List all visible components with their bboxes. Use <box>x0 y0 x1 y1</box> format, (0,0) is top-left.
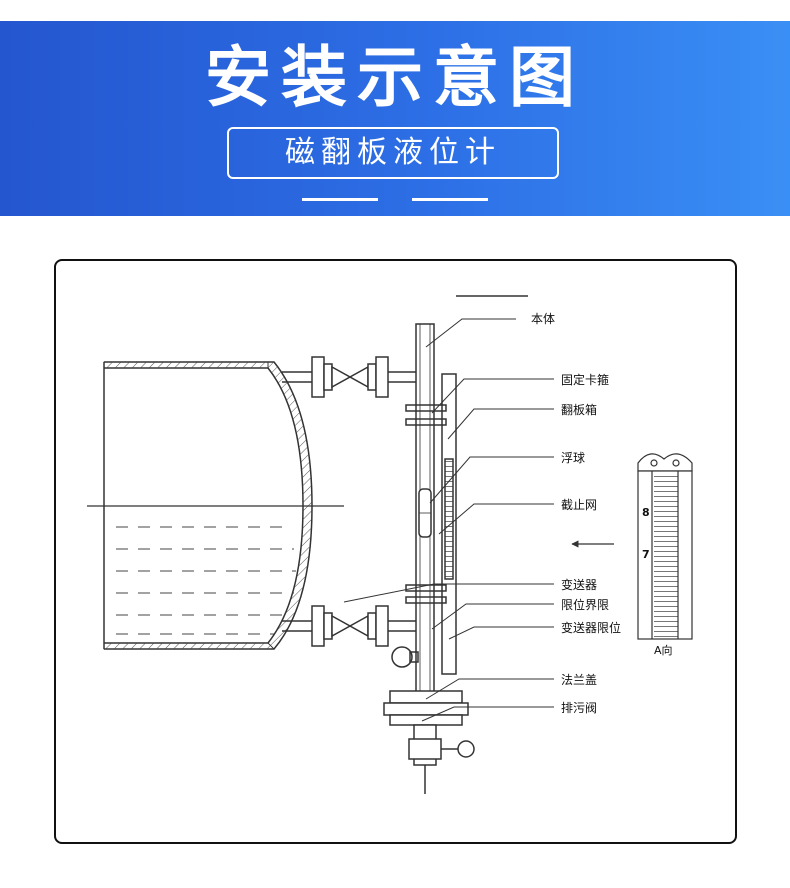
detail-view <box>637 453 693 640</box>
label-flange-cover: 法兰盖 <box>561 673 598 687</box>
label-transmitter-limit: 变送器限位 <box>561 621 622 635</box>
label-float: 浮球 <box>561 451 586 465</box>
leader-lines <box>343 318 554 722</box>
label-body: 本体 <box>531 312 556 326</box>
scale-mark-lower: 7 <box>642 548 650 561</box>
label-transmitter: 变送器 <box>561 578 598 592</box>
liquid <box>116 526 296 635</box>
level-gauge-body <box>383 323 475 794</box>
header-banner <box>0 21 790 216</box>
scale-mark-upper: 8 <box>642 506 650 519</box>
product-subtitle: 磁翻板液位计 <box>227 127 559 179</box>
upper-valve <box>282 356 416 398</box>
installation-diagram <box>87 295 693 794</box>
label-drain-valve: 排污阀 <box>561 701 598 715</box>
view-label: A向 <box>654 644 673 657</box>
page-title: 安装示意图 <box>205 39 585 116</box>
diagram-frame <box>54 259 737 844</box>
label-flip-box: 翻板箱 <box>561 403 598 417</box>
label-stop-mesh: 截止网 <box>561 498 598 512</box>
lower-valve <box>282 605 416 647</box>
decorative-line-left <box>302 198 378 201</box>
label-fixed-clamp: 固定卡箍 <box>561 373 610 387</box>
label-limit-boundary: 限位界限 <box>561 598 610 612</box>
decorative-line-right <box>412 198 488 201</box>
